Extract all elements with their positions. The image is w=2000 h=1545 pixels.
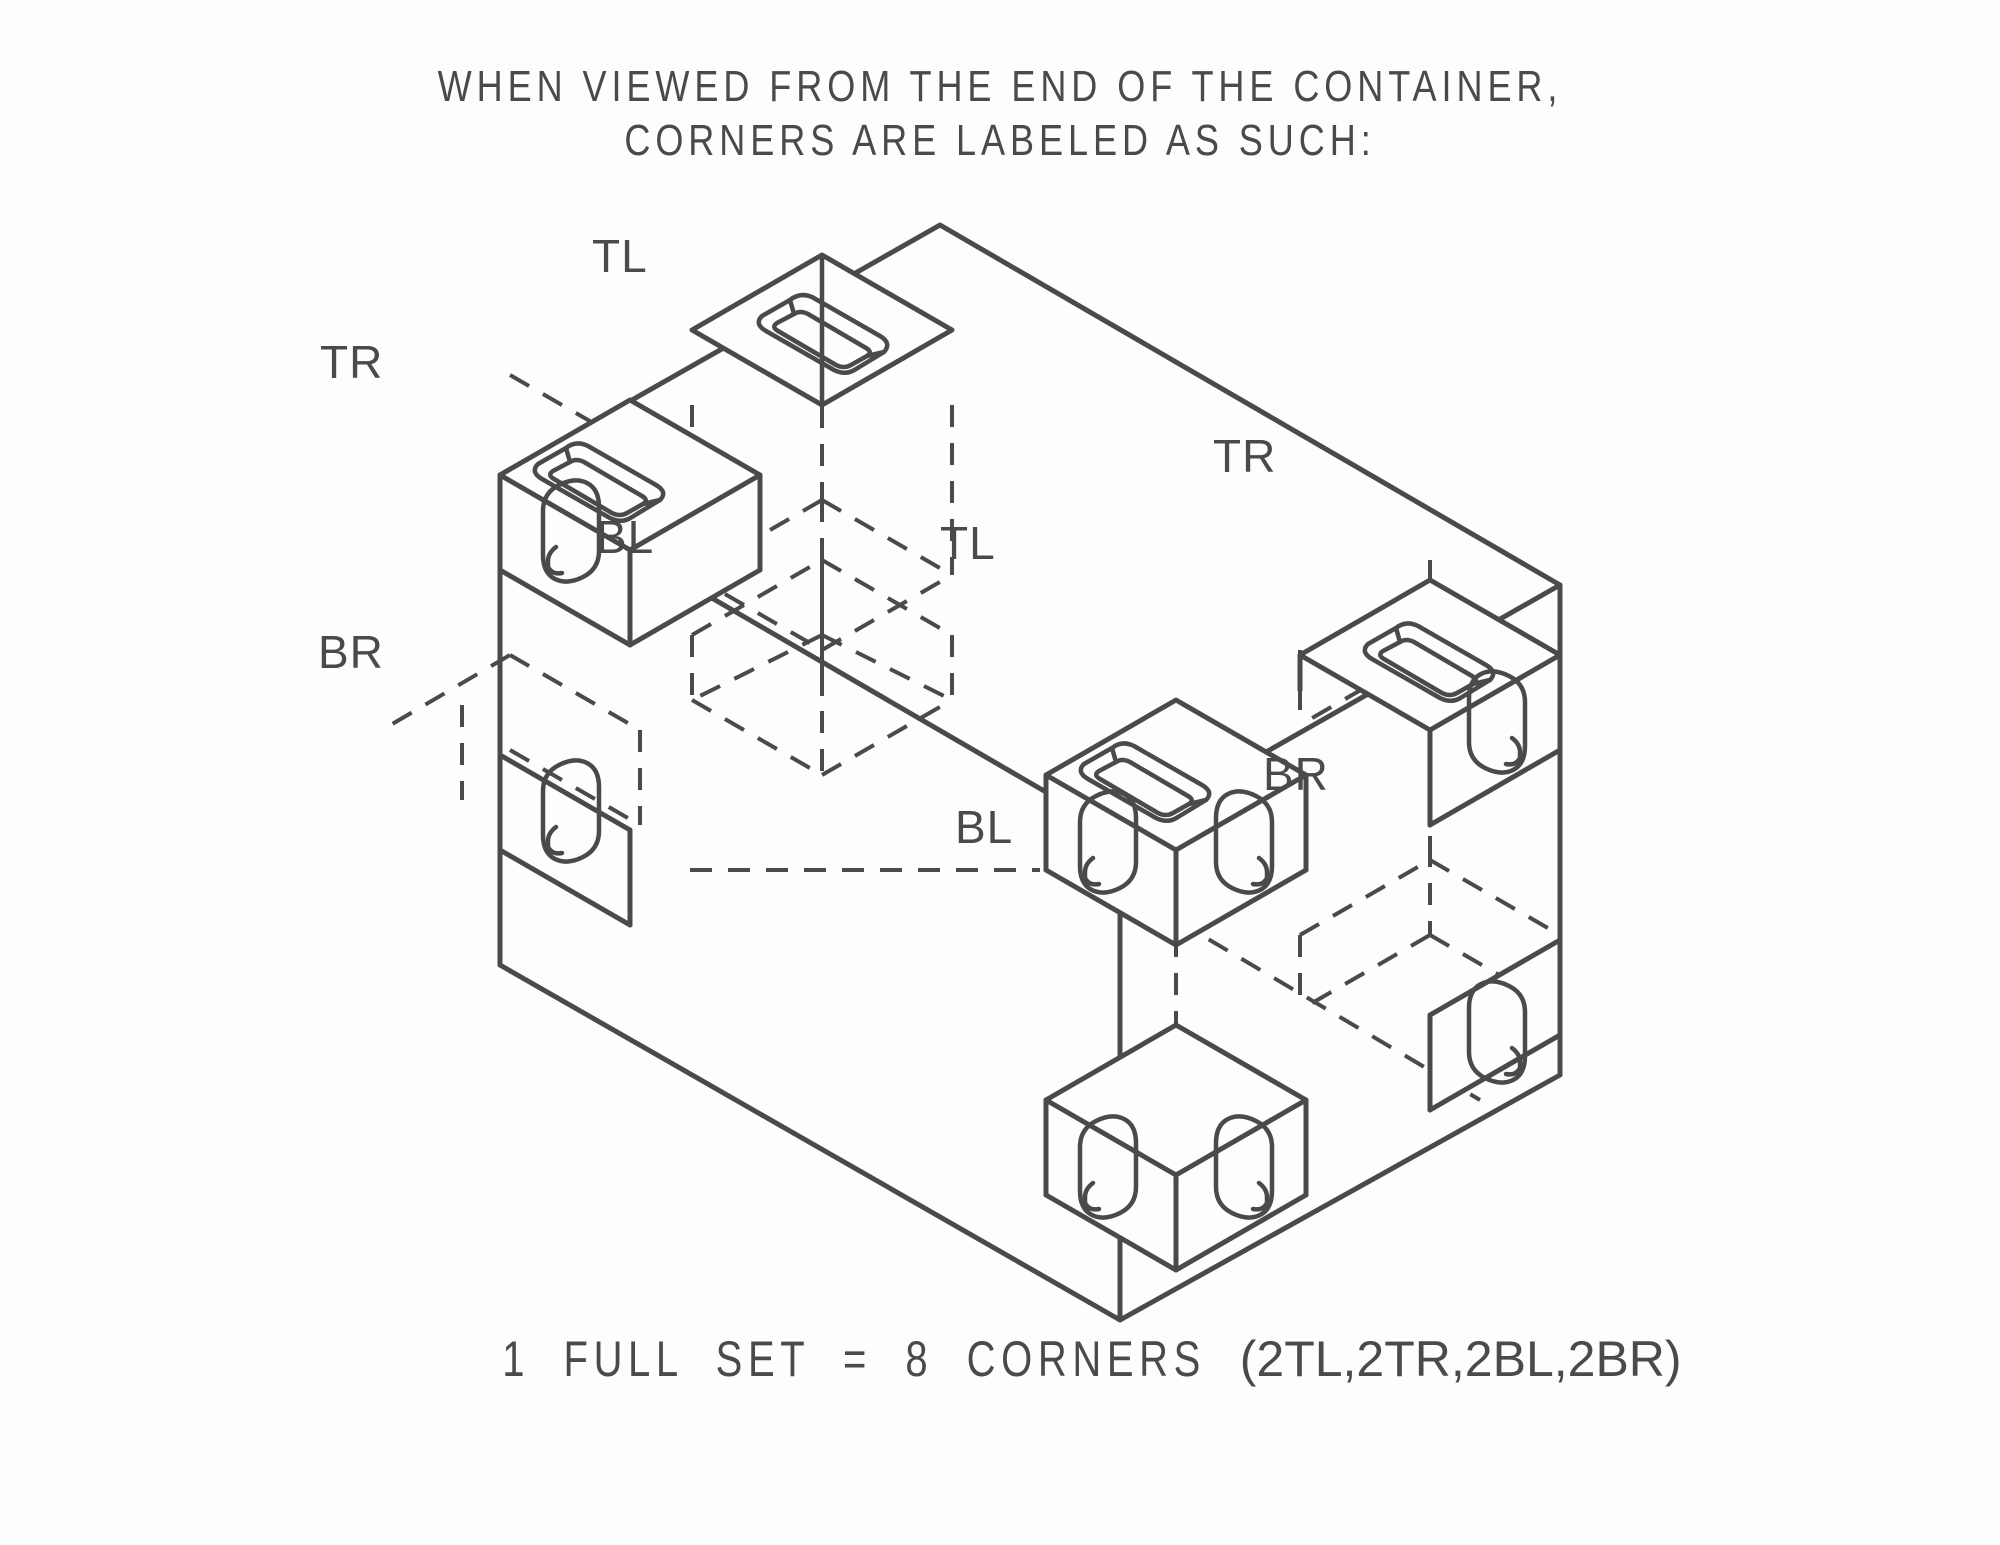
footer-block: 1 FULL SET = 8 CORNERS (2TL,2TR,2BL,2BR): [0, 1330, 2000, 1388]
hidden-edge-diagonal-right: [1174, 918, 1482, 1102]
title-line-2: CORNERS ARE LABELED AS SUCH:: [624, 115, 1376, 165]
footer-paren-text: (2TL,2TR,2BL,2BR): [1239, 1331, 1682, 1387]
casting-tr-left: [497, 397, 763, 648]
casting-br-left: [497, 752, 633, 928]
label-tl-rear-top: TL: [592, 230, 648, 282]
label-tr-right-top: TR: [1213, 430, 1276, 482]
casting-br-left-hidden: [380, 653, 642, 827]
label-tr-left-top: TR: [320, 336, 383, 388]
casting-tl-rear: [689, 252, 955, 408]
container-wireframe: [497, 222, 1563, 1323]
label-bl-rear-bot: BL: [596, 511, 654, 563]
label-br-right-bot: BR: [1263, 748, 1329, 800]
label-br-left-bot: BR: [318, 626, 384, 678]
label-bl-front-bot: BL: [955, 801, 1013, 853]
casting-tr-right: [1297, 577, 1563, 828]
title-block: WHEN VIEWED FROM THE END OF THE CONTAINE…: [0, 60, 2000, 167]
casting-bl-rear-hidden: [690, 558, 954, 777]
casting-br-right: [1427, 937, 1563, 1113]
title-line-1: WHEN VIEWED FROM THE END OF THE CONTAINE…: [437, 62, 1563, 111]
casting-tl-front: [1043, 697, 1309, 948]
label-tl-front-top: TL: [940, 517, 996, 569]
footer-main-text: 1 FULL SET = 8 CORNERS: [502, 1331, 1240, 1387]
casting-bl-front: [1043, 1022, 1309, 1273]
